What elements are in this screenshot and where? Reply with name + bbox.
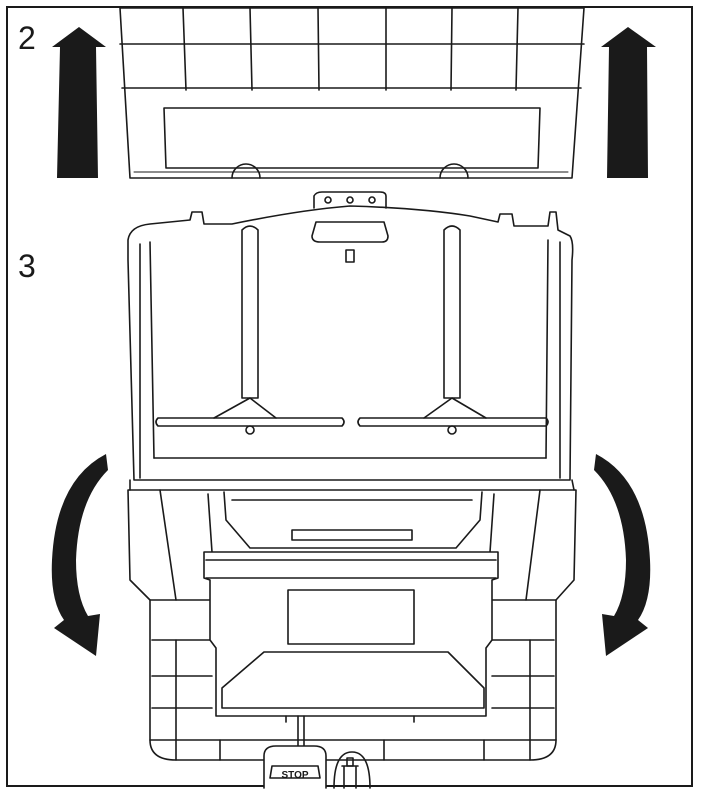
up-arrow-icon xyxy=(52,27,106,178)
curved-down-arrow-icon xyxy=(51,454,108,656)
stop-label: STOP xyxy=(281,770,308,781)
lifted-tray-panel xyxy=(119,7,585,179)
unit-body xyxy=(127,191,574,481)
up-arrow-icon xyxy=(601,27,656,178)
step-number-2: 2 xyxy=(18,20,36,56)
stop-latch xyxy=(263,715,371,789)
drawer-box xyxy=(203,551,499,723)
step-number-3: 3 xyxy=(18,248,36,284)
curved-down-arrow-icon xyxy=(594,454,651,656)
